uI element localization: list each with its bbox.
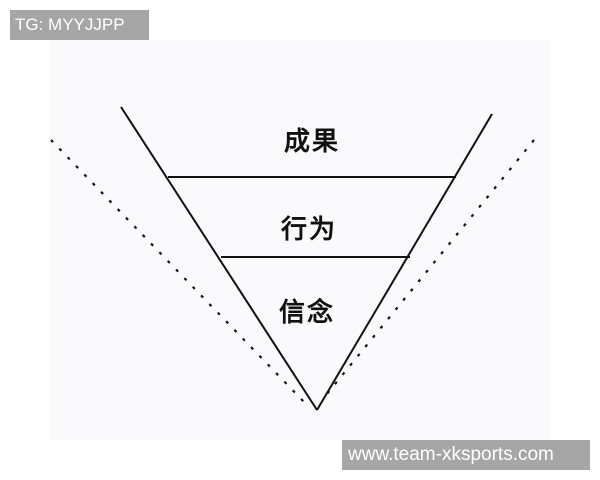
layer-label-behavior: 行为 [281,215,338,245]
dotted-left-line [50,139,307,405]
watermark-top-left: TG: MYYJJPP [10,10,149,40]
layer-label-results: 成果 [284,127,341,157]
triangle-right-edge [316,113,493,411]
watermark-bottom-right: www.team-xksports.com [342,440,590,470]
diagram-panel [50,40,550,440]
layer-label-belief: 信念 [279,298,336,328]
triangle-left-edge [120,106,318,411]
dotted-right-line [321,139,535,401]
